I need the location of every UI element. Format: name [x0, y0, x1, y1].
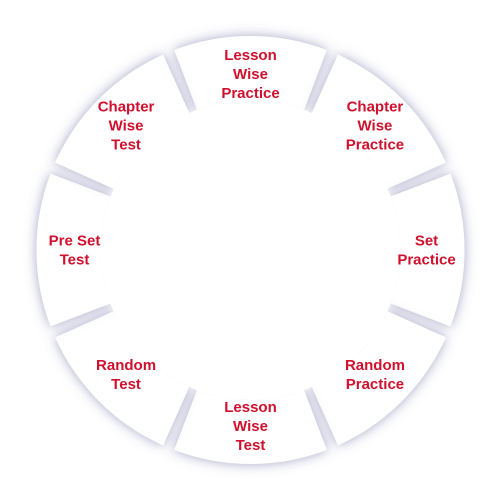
segment-label-line: Test — [111, 376, 141, 393]
segment-label-line: Practice — [346, 376, 404, 393]
segment-chapter-wise-practice[interactable] — [311, 54, 446, 189]
wheel-segments — [36, 36, 465, 464]
segment-lesson-wise-test[interactable] — [174, 390, 327, 464]
segment-shape[interactable] — [55, 54, 190, 189]
segment-random-practice[interactable] — [311, 311, 446, 446]
segment-label-line: Lesson — [224, 399, 277, 416]
segment-label-line: Test — [60, 252, 90, 269]
segment-label-line: Random — [96, 357, 156, 374]
segment-random-test[interactable] — [55, 311, 190, 446]
segment-chapter-wise-test[interactable] — [55, 54, 190, 189]
segment-shape[interactable] — [55, 311, 190, 446]
segment-pre-set-test[interactable] — [36, 173, 111, 327]
segment-label-line: Test — [236, 437, 266, 454]
segment-label-line: Wise — [109, 118, 144, 135]
segment-label-line: Pre Set — [49, 233, 101, 250]
segment-label-line: Practice — [346, 137, 404, 154]
segment-label-line: Practice — [221, 85, 279, 102]
segment-label-line: Chapter — [98, 99, 155, 116]
segment-label-line: Wise — [358, 118, 393, 135]
segment-shape[interactable] — [390, 173, 465, 327]
segment-label-line: Test — [111, 137, 141, 154]
segment-set-practice[interactable] — [390, 173, 465, 327]
segment-label-line: Random — [345, 357, 405, 374]
segment-shape[interactable] — [174, 390, 327, 464]
segment-label-line: Wise — [233, 418, 268, 435]
segment-label-line: Set — [415, 233, 438, 250]
segment-lesson-wise-practice[interactable] — [174, 36, 327, 110]
segment-label-line: Lesson — [224, 47, 277, 64]
wheel-center — [100, 100, 401, 400]
segment-shape[interactable] — [36, 173, 111, 327]
segment-shape[interactable] — [311, 311, 446, 446]
segment-shape[interactable] — [174, 36, 327, 110]
segment-shape[interactable] — [311, 54, 446, 189]
segment-label-line: Wise — [233, 66, 268, 83]
segment-label-line: Chapter — [347, 99, 404, 116]
segment-label-line: Practice — [397, 252, 455, 269]
